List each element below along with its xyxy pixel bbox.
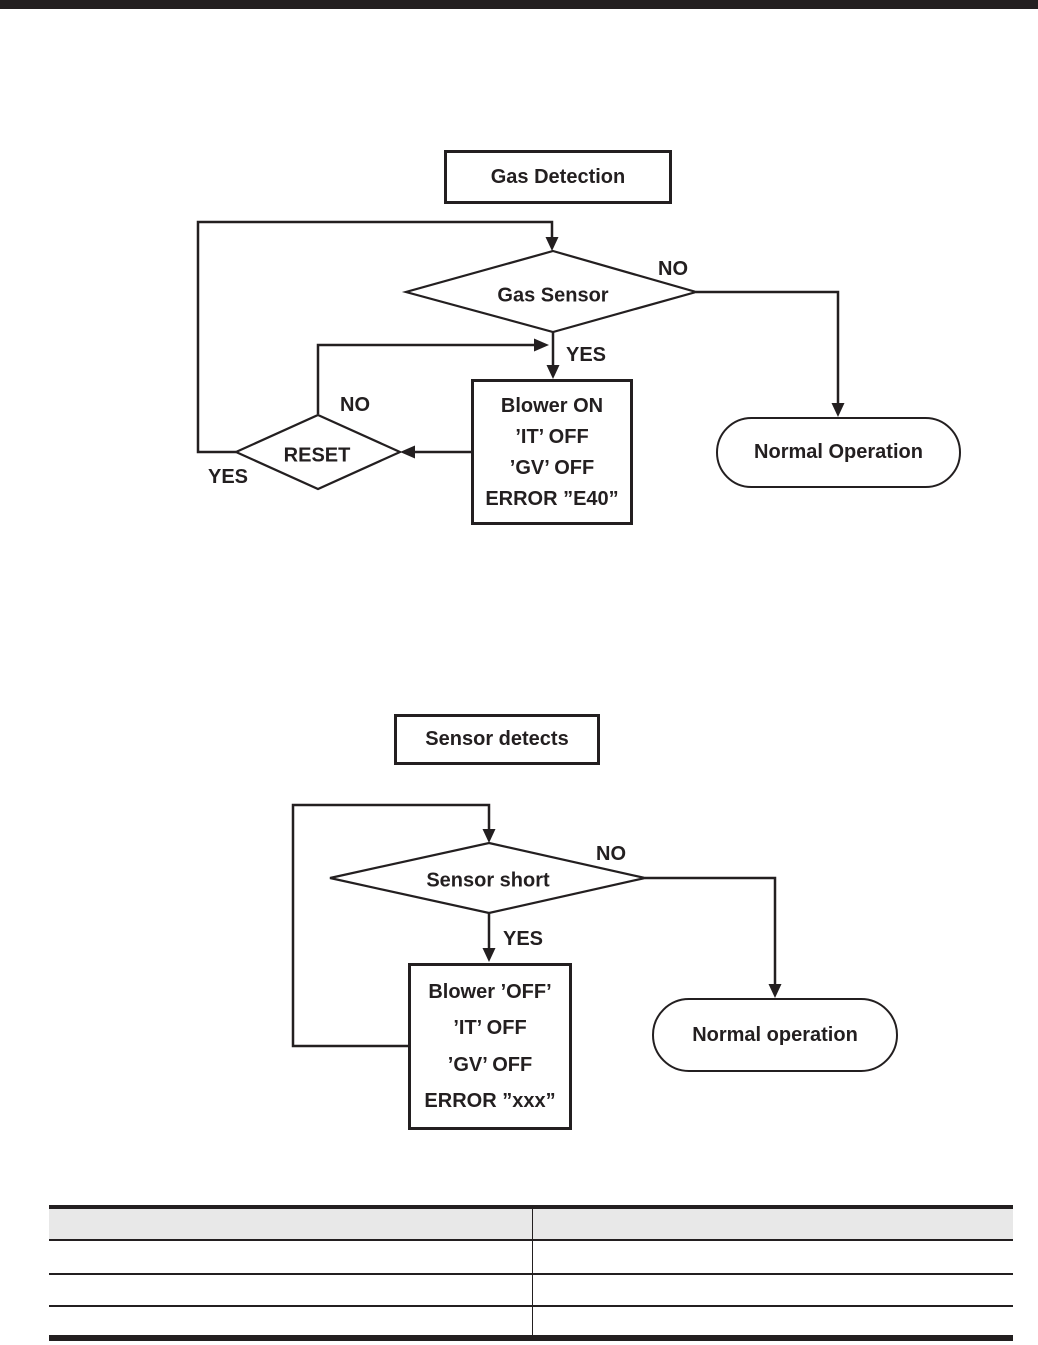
fc2-sensor-short-no-label: NO (596, 843, 626, 865)
fc2-title-box: Sensor detects (394, 714, 600, 765)
table-header-cell-2 (533, 1209, 1013, 1239)
fc1-process-box: Blower ON ’IT’ OFF ’GV’ OFF ERROR ”E40” (471, 379, 633, 525)
fc2-sensor-short-yes-label: YES (503, 928, 544, 950)
fc2-process-line2: ’IT’ OFF (453, 1017, 527, 1040)
fc1-loop-line (196, 220, 554, 454)
fc2-loop-line (291, 803, 491, 1048)
fc1-title-label: Gas Detection (490, 165, 626, 188)
fc2-process-box: Blower ’OFF’ ’IT’ OFF ’GV’ OFF ERROR ”xx… (408, 963, 572, 1130)
fc1-process-to-reset-arrowhead (400, 445, 415, 459)
fc1-process-line2: ’IT’ OFF (515, 425, 589, 448)
fc2-yes-arrowhead (482, 948, 496, 962)
table-header-row (49, 1209, 1013, 1241)
table-row (49, 1275, 1013, 1307)
fc1-reset-diamond (233, 413, 403, 491)
fc1-reset-yes-label: YES (208, 466, 249, 488)
fc2-normal-operation-label: Normal operation (692, 1023, 858, 1046)
fc1-reset-no-arrowhead (534, 338, 549, 352)
fc2-process-line3: ’GV’ OFF (447, 1053, 533, 1076)
fc1-loop-arrowhead (545, 237, 559, 251)
fc1-gas-sensor-yes-label: YES (566, 344, 607, 366)
table-cell (49, 1307, 533, 1335)
fc1-gas-sensor-diamond (401, 249, 701, 334)
table-cell (49, 1275, 533, 1305)
table-cell (533, 1307, 1013, 1335)
fc2-sensor-short-label: Sensor short (426, 869, 550, 892)
fc1-reset-no-label: NO (340, 394, 370, 416)
page-top-bar (0, 0, 1038, 9)
fc2-process-line4: ERROR ”xxx” (424, 1089, 556, 1112)
fc1-title-box: Gas Detection (444, 150, 672, 204)
fc2-normal-operation-box: Normal operation (652, 998, 898, 1072)
fc1-reset-label: RESET (283, 444, 351, 467)
fc2-no-arrowhead (768, 984, 782, 998)
fc1-gas-sensor-no-label: NO (658, 258, 688, 280)
fc1-process-line3: ’GV’ OFF (509, 456, 595, 479)
table-cell (533, 1275, 1013, 1305)
fc1-no-line (696, 290, 840, 404)
fc1-normal-operation-label: Normal Operation (754, 441, 923, 463)
table-row (49, 1241, 1013, 1275)
table-row (49, 1307, 1013, 1335)
fc1-process-line4: ERROR ”E40” (485, 487, 619, 510)
fc2-process-line1: Blower ’OFF’ (428, 981, 552, 1004)
table-cell (49, 1241, 533, 1273)
fc1-normal-operation-box: Normal Operation (716, 417, 961, 488)
fc1-no-arrowhead (831, 403, 845, 417)
fc1-process-line1: Blower ON (500, 394, 604, 417)
fc1-reset-no-line (316, 343, 535, 414)
fc1-gas-sensor-label: Gas Sensor (497, 284, 609, 307)
table-header-cell-1 (49, 1209, 533, 1239)
fc1-yes-arrowhead (546, 365, 560, 379)
fc2-no-line (645, 876, 777, 985)
fc2-sensor-short-diamond (329, 841, 646, 915)
fc2-loop-arrowhead (482, 829, 496, 843)
error-code-table (49, 1205, 1013, 1341)
table-cell (533, 1241, 1013, 1273)
fc2-title-label: Sensor detects (425, 728, 569, 750)
